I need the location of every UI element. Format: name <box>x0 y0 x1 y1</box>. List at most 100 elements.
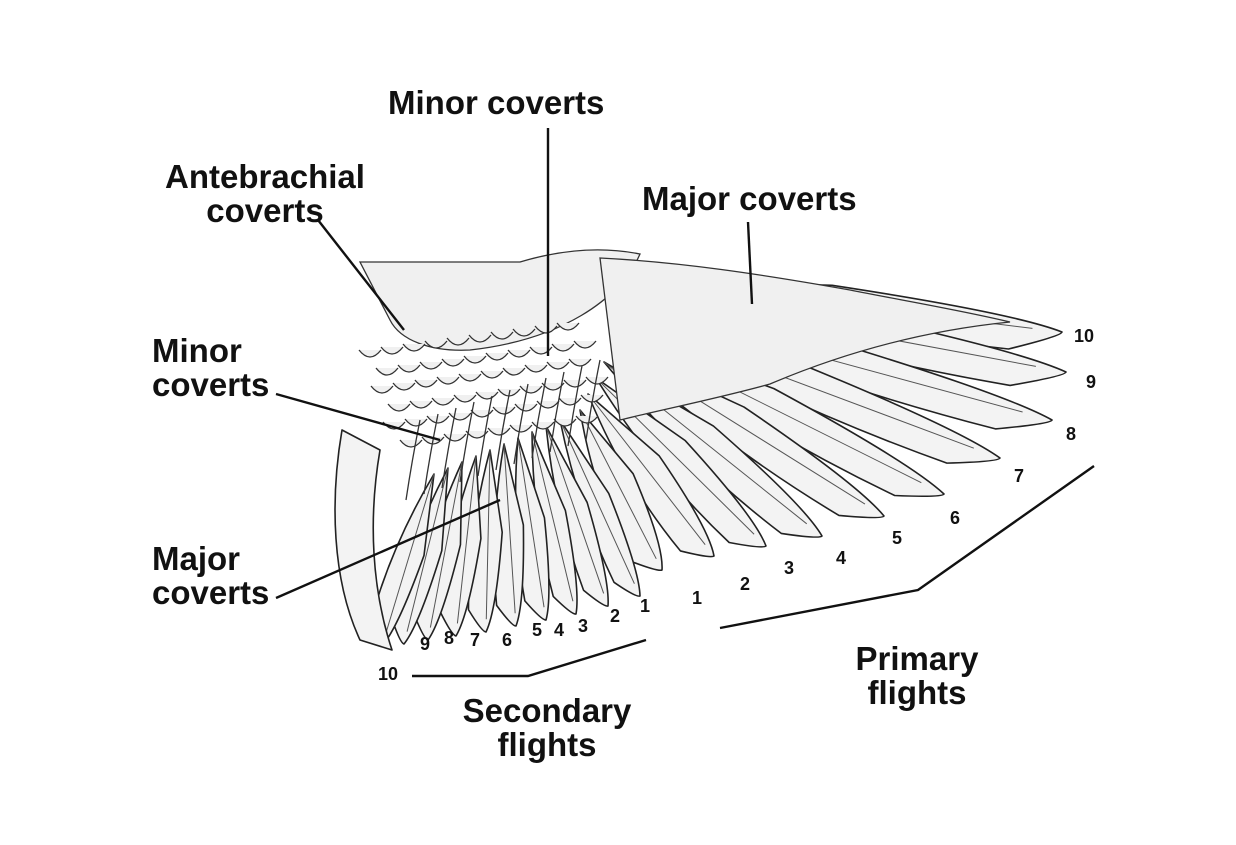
minor-covert-scale <box>492 406 516 415</box>
secondary-feather-shaft <box>406 467 449 632</box>
minor-covert-scale <box>541 382 565 391</box>
minor-covert-scale <box>509 424 533 433</box>
minor-covert-scale <box>404 418 428 427</box>
secondary-feather-shaft <box>503 443 516 614</box>
primary-number: 6 <box>950 508 961 528</box>
minor-covert-scale <box>402 343 426 352</box>
secondary-major-covert <box>585 359 601 441</box>
minor-coverts-left-line1: Minor <box>152 332 242 369</box>
secondary-flights-label: Secondary flights <box>452 694 642 762</box>
primary-number: 2 <box>740 574 751 594</box>
primary-number: 10 <box>1074 326 1095 346</box>
primary-feather-shaft <box>579 409 657 560</box>
minor-covert-scale <box>409 400 433 409</box>
secondary-number: 2 <box>610 606 621 626</box>
secondary-number: 1 <box>640 596 651 616</box>
minor-covert-scale <box>529 346 553 355</box>
secondary-number: 7 <box>470 630 481 650</box>
minor-covert-scale <box>487 427 511 436</box>
secondary-feather-shaft <box>456 455 477 624</box>
minor-covert-scale <box>446 337 470 346</box>
minor-covert-scale <box>419 361 443 370</box>
antebrachial-line2: coverts <box>206 192 324 229</box>
major-coverts-left-line1: Major <box>152 540 241 577</box>
minor-covert-scale <box>546 361 570 370</box>
secondary-major-covert <box>405 419 421 501</box>
primary-flights-bracket <box>719 465 1095 630</box>
minor-covert-scale <box>512 328 536 337</box>
primary-number: 7 <box>1014 466 1025 486</box>
minor-covert-scale <box>551 343 575 352</box>
major-coverts-left-label: Major coverts <box>152 542 269 610</box>
antebrachial-line1: Antebrachial <box>165 158 365 195</box>
secondary-feather-shaft <box>517 437 545 608</box>
minor-covert-scale <box>370 385 394 394</box>
major-coverts-left-leader <box>275 498 501 600</box>
primary-flights-label: Primary flights <box>844 642 990 710</box>
secondary-flights-bracket <box>412 638 647 678</box>
minor-covert-scale <box>563 379 587 388</box>
minor-covert-scale <box>392 382 416 391</box>
primary-flights-line1: Primary <box>855 640 979 677</box>
secondary-major-covert <box>459 401 475 483</box>
minor-covert-scale <box>556 322 580 331</box>
minor-covert-scale <box>558 397 582 406</box>
minor-covert-scale <box>399 439 423 448</box>
minor-covert-scale <box>424 340 448 349</box>
minor-covert-scale <box>575 415 599 424</box>
secondary-major-covert <box>477 395 493 477</box>
secondary-number: 9 <box>420 634 431 654</box>
minor-covert-scale <box>387 403 411 412</box>
minor-covert-scale <box>397 364 421 373</box>
secondary-feather-shaft <box>429 461 463 628</box>
secondary-flights-line2: flights <box>497 726 597 763</box>
primary-number: 8 <box>1066 424 1077 444</box>
minor-coverts-left-label: Minor coverts <box>152 334 269 402</box>
minor-covert-scale <box>380 346 404 355</box>
primary-number: 1 <box>692 588 703 608</box>
minor-covert-scale <box>448 412 472 421</box>
minor-covert-scale <box>573 340 597 349</box>
secondary-number: 10 <box>378 664 399 684</box>
minor-covert-scale <box>519 385 543 394</box>
major-coverts-top-leader <box>746 221 754 305</box>
primary-flights-line2: flights <box>867 674 967 711</box>
major-coverts-left-line2: coverts <box>152 574 270 611</box>
minor-covert-scale <box>480 370 504 379</box>
minor-covert-scale <box>426 415 450 424</box>
secondary-major-covert <box>495 389 511 471</box>
wing-base <box>334 429 393 651</box>
minor-covert-scale <box>531 421 555 430</box>
secondary-major-covert <box>567 365 583 447</box>
minor-covert-scale <box>485 352 509 361</box>
minor-covert-scale <box>358 349 382 358</box>
secondary-number: 4 <box>554 620 565 640</box>
secondary-number: 8 <box>444 628 455 648</box>
primary-number: 9 <box>1086 372 1097 392</box>
primary-number: 4 <box>836 548 847 568</box>
secondary-number: 5 <box>532 620 543 640</box>
minor-covert-scale <box>431 397 455 406</box>
secondary-feather-shaft <box>531 431 574 602</box>
secondary-major-covert <box>441 407 457 489</box>
minor-covert-scale <box>534 325 558 334</box>
primary-major-coverts-area <box>599 257 1011 421</box>
primary-number: 3 <box>784 558 795 578</box>
secondary-feather-shaft <box>385 473 435 635</box>
minor-covert-scale <box>470 409 494 418</box>
minor-covert-scale <box>536 400 560 409</box>
antebrachial-coverts-area <box>358 249 641 351</box>
minor-covert-scale <box>568 358 592 367</box>
minor-covert-scale <box>443 433 467 442</box>
minor-covert-scale <box>490 331 514 340</box>
minor-covert-scale <box>436 376 460 385</box>
secondary-major-covert <box>513 383 529 465</box>
primary-number: 5 <box>892 528 903 548</box>
secondary-major-covert <box>531 377 547 459</box>
major-coverts-top-label: Major coverts <box>642 180 857 217</box>
minor-covert-scale <box>553 418 577 427</box>
minor-coverts-left-line2: coverts <box>152 366 270 403</box>
minor-covert-scale <box>458 373 482 382</box>
